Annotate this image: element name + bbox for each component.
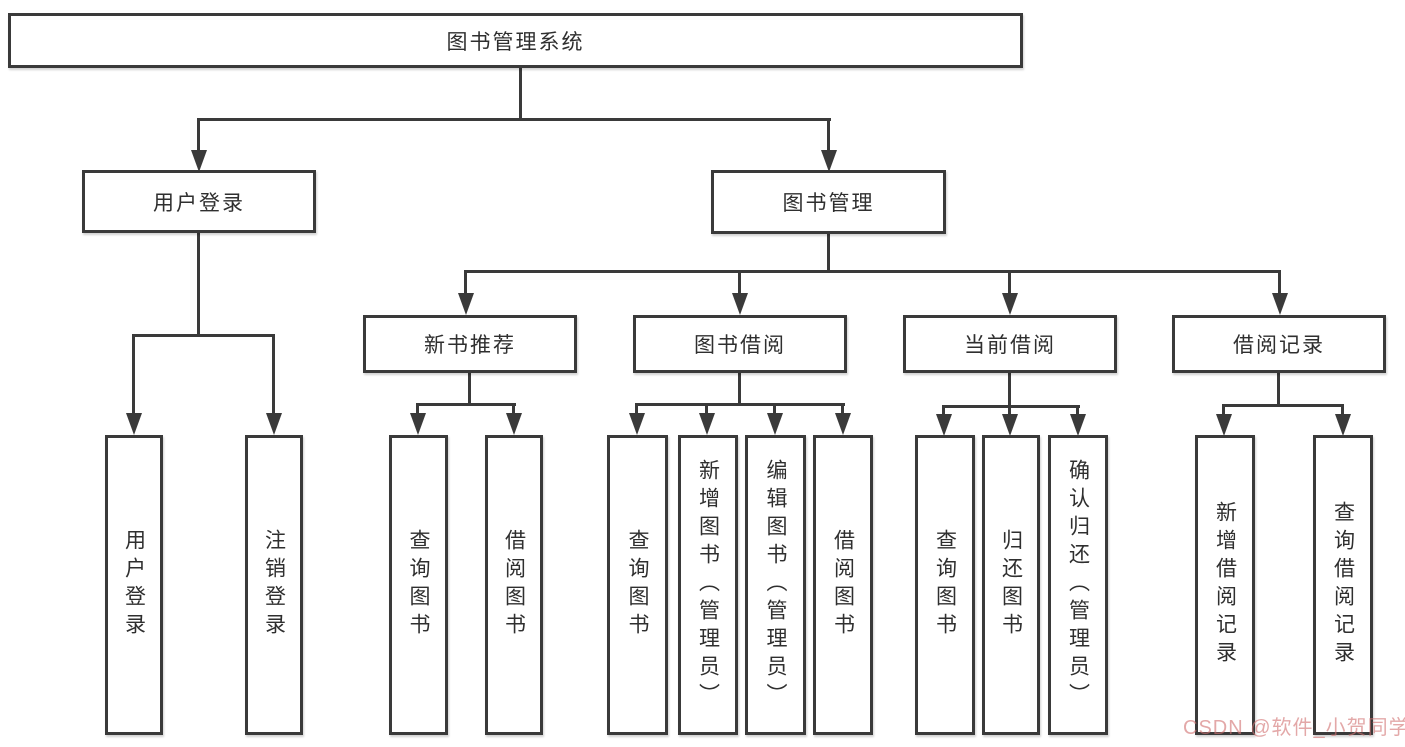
connector-line xyxy=(1277,373,1280,407)
arrowhead-down-icon xyxy=(191,150,207,172)
leaf-label: 查询图书 xyxy=(626,529,649,641)
leaf-borrow-add-books-admin: 新增图书（管理员） xyxy=(678,435,738,735)
arrowhead-down-icon xyxy=(458,293,474,315)
connector-line xyxy=(1076,405,1079,417)
connector-line xyxy=(738,373,741,406)
connector-line xyxy=(827,234,830,272)
connector-line xyxy=(942,405,1080,408)
leaf-current-return-books: 归还图书 xyxy=(982,435,1040,735)
arrowhead-down-icon xyxy=(266,413,282,435)
connector-line xyxy=(197,118,831,121)
connector-line xyxy=(464,270,467,298)
connector-line xyxy=(1222,404,1344,407)
node-label: 借阅记录 xyxy=(1233,334,1325,357)
connector-line xyxy=(635,403,638,417)
arrowhead-down-icon xyxy=(126,413,142,435)
arrowhead-down-icon xyxy=(410,413,426,435)
connector-line xyxy=(705,403,708,417)
arrowhead-down-icon xyxy=(1216,414,1232,436)
leaf-records-query-record: 查询借阅记录 xyxy=(1313,435,1373,735)
arrowhead-down-icon xyxy=(1002,414,1018,436)
connector-line xyxy=(1222,404,1225,417)
connector-line xyxy=(464,270,1281,273)
node-label: 新书推荐 xyxy=(424,334,516,357)
leaf-records-add-record: 新增借阅记录 xyxy=(1195,435,1255,735)
node-book-management: 图书管理 xyxy=(711,170,946,234)
leaf-borrow-query-books: 查询图书 xyxy=(607,435,668,735)
connector-line xyxy=(841,403,844,417)
connector-line xyxy=(738,270,741,298)
connector-line xyxy=(416,403,516,406)
connector-line xyxy=(635,403,845,406)
connector-line xyxy=(272,334,275,417)
arrowhead-down-icon xyxy=(506,413,522,435)
leaf-current-query-books: 查询图书 xyxy=(915,435,975,735)
node-label: 图书管理系统 xyxy=(446,30,585,54)
arrowhead-down-icon xyxy=(1272,293,1288,315)
connector-line xyxy=(1008,373,1011,408)
connector-line xyxy=(512,403,515,417)
csdn-watermark: CSDN @软件_小贺同学 xyxy=(1183,717,1405,739)
leaf-newrec-query-books: 查询图书 xyxy=(389,435,448,735)
connector-line xyxy=(1008,270,1011,298)
connector-line xyxy=(519,68,522,121)
leaf-label: 借阅图书 xyxy=(831,529,855,641)
connector-line xyxy=(416,403,419,417)
arrowhead-down-icon xyxy=(835,413,851,435)
leaf-label: 查询借阅记录 xyxy=(1331,501,1355,669)
connector-line xyxy=(827,118,830,153)
leaf-label: 确认归还（管理员） xyxy=(1066,459,1090,711)
leaf-label: 用户登录 xyxy=(122,529,146,641)
leaf-label: 新增图书（管理员） xyxy=(696,459,720,711)
arrowhead-down-icon xyxy=(936,414,952,436)
node-label: 图书借阅 xyxy=(694,334,786,357)
leaf-borrow-edit-books-admin: 编辑图书（管理员） xyxy=(745,435,806,735)
node-label: 用户登录 xyxy=(153,191,245,215)
arrowhead-down-icon xyxy=(699,413,715,435)
node-current-borrowing: 当前借阅 xyxy=(903,315,1117,373)
leaf-logout: 注销登录 xyxy=(245,435,303,735)
node-book-borrowing: 图书借阅 xyxy=(633,315,847,373)
node-user-login: 用户登录 xyxy=(82,170,316,233)
node-label: 当前借阅 xyxy=(964,334,1056,357)
arrowhead-down-icon xyxy=(1335,414,1351,436)
connector-line xyxy=(197,118,200,153)
connector-line xyxy=(468,373,471,406)
connector-line xyxy=(1008,405,1011,417)
connector-line xyxy=(132,334,135,417)
arrowhead-down-icon xyxy=(767,413,783,435)
node-new-book-recommend: 新书推荐 xyxy=(363,315,577,373)
arrowhead-down-icon xyxy=(732,293,748,315)
leaf-label: 编辑图书（管理员） xyxy=(764,459,787,711)
arrowhead-down-icon xyxy=(1002,293,1018,315)
leaf-label: 归还图书 xyxy=(999,529,1023,641)
leaf-borrow-borrow-books: 借阅图书 xyxy=(813,435,873,735)
node-label: 图书管理 xyxy=(782,192,875,215)
leaf-label: 注销登录 xyxy=(262,529,286,641)
node-borrowing-records: 借阅记录 xyxy=(1172,315,1386,373)
arrowhead-down-icon xyxy=(1070,414,1086,436)
leaf-current-confirm-return-admin: 确认归还（管理员） xyxy=(1048,435,1108,735)
connector-line xyxy=(773,403,776,417)
connector-line xyxy=(942,405,945,417)
connector-line xyxy=(1278,270,1281,298)
arrowhead-down-icon xyxy=(629,413,645,435)
connector-line xyxy=(197,233,200,337)
leaf-label: 查询图书 xyxy=(933,529,957,641)
connector-line xyxy=(1341,404,1344,417)
leaf-user-login: 用户登录 xyxy=(105,435,163,735)
leaf-label: 新增借阅记录 xyxy=(1213,501,1237,669)
leaf-newrec-borrow-books: 借阅图书 xyxy=(485,435,543,735)
arrowhead-down-icon xyxy=(821,150,837,172)
connector-line xyxy=(132,334,274,337)
node-root-library-system: 图书管理系统 xyxy=(8,13,1023,68)
leaf-label: 借阅图书 xyxy=(502,529,526,641)
leaf-label: 查询图书 xyxy=(407,529,430,641)
